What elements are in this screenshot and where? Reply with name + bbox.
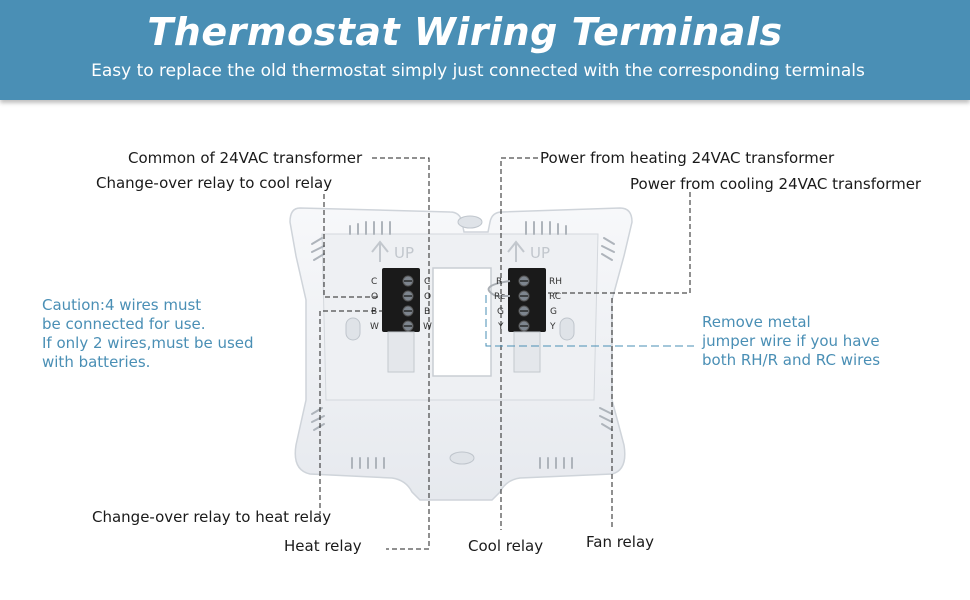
caution-line-2: be connected for use.	[42, 315, 206, 333]
label-common: Common of 24VAC transformer	[128, 149, 363, 167]
caution-line-3: If only 2 wires,must be used	[42, 334, 254, 352]
left-terminal-block	[382, 268, 420, 373]
right-terminal-label-rh: RH	[549, 277, 562, 287]
header-banner: Thermostat Wiring Terminals Easy to repl…	[0, 0, 970, 100]
right-mount-hole	[559, 317, 575, 341]
jumper-note-line-3: both RH/R and RC wires	[702, 351, 881, 369]
label-changeover-cool: Change-over relay to cool relay	[96, 174, 333, 192]
label-changeover-heat: Change-over relay to heat relay	[92, 508, 332, 526]
label-power-cooling: Power from cooling 24VAC transformer	[630, 175, 922, 193]
leader-common	[372, 157, 430, 550]
up-label-right: UP	[530, 244, 550, 262]
left-terminal-label-o-right: O	[424, 292, 431, 302]
label-fan-relay: Fan relay	[586, 533, 655, 551]
caution-line-1: Caution:4 wires must	[42, 296, 202, 314]
right-inner-label-r: R	[496, 277, 502, 287]
leader-changeover-cool	[323, 194, 381, 298]
left-terminal-label-c: C	[371, 277, 377, 287]
jumper-note: Remove metal jumper wire if you have bot…	[702, 313, 880, 370]
right-terminal-block	[508, 268, 546, 373]
vent-slats	[311, 221, 615, 469]
up-arrow-icon-right	[507, 240, 525, 262]
left-terminal-label-w: W	[370, 322, 379, 332]
up-arrow-icon-left	[371, 240, 389, 262]
leader-lines	[319, 157, 691, 550]
leader-power-heating	[500, 157, 538, 530]
caution-line-4: with batteries.	[42, 353, 151, 371]
right-inner-label-rc: Rc	[494, 292, 505, 302]
right-inner-label-g: G	[497, 307, 504, 317]
bottom-slot	[449, 451, 475, 465]
label-heat-relay: Heat relay	[284, 537, 362, 555]
right-inner-label-y: Y	[497, 322, 504, 332]
label-cool-relay: Cool relay	[468, 537, 544, 555]
right-terminal-label-g: G	[550, 307, 557, 317]
left-terminal-label-c-right: C	[424, 277, 430, 287]
page-subtitle: Easy to replace the old thermostat simpl…	[91, 61, 865, 81]
top-slot	[457, 215, 483, 229]
label-power-heating: Power from heating 24VAC transformer	[540, 149, 835, 167]
leader-lines-blue	[485, 295, 694, 347]
leader-jumper	[485, 295, 694, 347]
left-terminal-label-w-right: W	[423, 322, 432, 332]
left-terminal-label-b-right: B	[424, 307, 430, 317]
up-label-left: UP	[394, 244, 414, 262]
leader-power-cooling	[548, 192, 691, 294]
jumper-note-line-2: jumper wire if you have	[702, 332, 880, 350]
jumper-note-line-1: Remove metal	[702, 313, 811, 331]
left-terminal-label-b: B	[371, 307, 377, 317]
leader-changeover-heat	[319, 310, 384, 514]
page-title: Thermostat Wiring Terminals	[147, 10, 783, 54]
metal-jumper-wire	[487, 280, 511, 297]
left-mount-hole	[345, 317, 361, 341]
center-window	[432, 267, 492, 377]
right-terminal-label-rc: RC	[549, 292, 561, 302]
caution-note: Caution:4 wires must be connected for us…	[42, 296, 254, 372]
right-terminal-label-y: Y	[549, 322, 556, 332]
